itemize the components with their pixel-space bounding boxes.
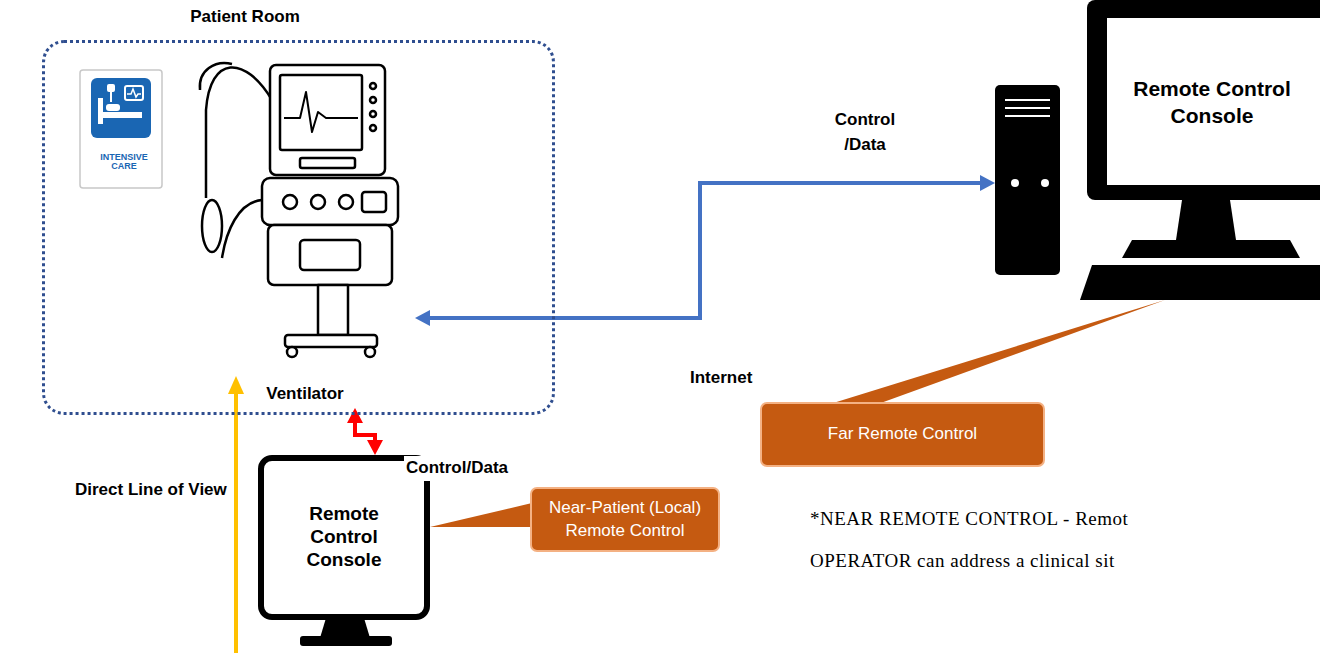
far-computer [995, 0, 1320, 300]
node-text: Near-Patient (Local) Remote Control [542, 497, 708, 543]
node-text: Ventilator [195, 384, 415, 404]
node-text: INTENSIVE CARE [89, 153, 159, 172]
stand-base [285, 335, 377, 347]
monitor-neck [1176, 200, 1236, 240]
drip-glyph [107, 84, 115, 92]
near-monitor-stand [300, 618, 392, 646]
wheel [365, 347, 375, 357]
knob [339, 195, 353, 209]
callout-box: Near-Patient (Local) Remote Control [530, 487, 720, 552]
monitor-base [1122, 240, 1300, 258]
tower-dot [1041, 179, 1049, 187]
monitor-glyph [127, 89, 141, 97]
sign-icon [80, 70, 162, 188]
arrowhead [347, 408, 363, 423]
tower-slit [1005, 99, 1050, 101]
port [362, 192, 386, 212]
knob [283, 195, 297, 209]
line-of-view [234, 392, 238, 653]
button [370, 125, 376, 131]
hose [222, 200, 262, 258]
button [370, 111, 376, 117]
ventilator-base [268, 225, 392, 285]
callout-pointer [830, 300, 1165, 404]
bed-glyph [98, 112, 142, 118]
connector-arrow [415, 175, 995, 326]
node-text: Remote Control Console [1117, 22, 1307, 182]
sign-square [91, 78, 151, 138]
compartment [300, 240, 360, 270]
tower-slit [1005, 107, 1050, 109]
tower-dot [1011, 179, 1019, 187]
footnote-text: *NEAR REMOTE CONTROL - Remot [810, 508, 1128, 530]
arrowhead [367, 440, 383, 455]
knob [311, 195, 325, 209]
monitor-glyph [125, 86, 143, 100]
connector-line [355, 420, 375, 443]
monitor-screen [1107, 18, 1320, 185]
arrowhead [980, 175, 995, 191]
network-label: Internet [690, 368, 752, 388]
ventilator-screen [280, 75, 362, 150]
edge-label: Control /Data [818, 108, 912, 157]
sign-card [80, 70, 162, 188]
sign-node: INTENSIVE CARE [83, 73, 165, 191]
arrowhead [228, 376, 244, 394]
edge-label: Control/Data [404, 456, 510, 481]
computer-node: Remote Control Console [995, 0, 1320, 300]
monitor-neck [320, 618, 370, 638]
monitor-bezel [1087, 0, 1320, 200]
view-label: Direct Line of View [75, 480, 227, 500]
connector-line [427, 183, 983, 318]
room-region: Patient RoomVentilatorINTENSIVE CARE [42, 40, 555, 415]
arm [200, 63, 232, 90]
wheel [287, 347, 297, 357]
callout-box: Far Remote Control [760, 402, 1045, 467]
node-text: Patient Room [175, 7, 315, 27]
callout-pointer [430, 503, 532, 527]
monitor-base [300, 636, 392, 646]
callout-tail [830, 300, 1165, 404]
ventilator-illustration [200, 63, 398, 357]
tower-slit [1005, 115, 1050, 117]
node-text: Far Remote Control [828, 423, 977, 446]
bed-glyph [98, 98, 103, 124]
callout-tail [430, 503, 532, 527]
waveform [284, 92, 358, 132]
line-of-view-arrow [228, 376, 244, 653]
ventilator-node: Ventilator [195, 63, 415, 408]
stand-column [318, 285, 348, 335]
ventilator-body [262, 178, 398, 225]
hose [206, 67, 272, 198]
panel [300, 158, 355, 168]
bag [202, 200, 222, 252]
bed-glyph [106, 104, 120, 111]
node-text: Remote Control Console [294, 503, 394, 571]
computer-tower [995, 85, 1060, 275]
keyboard [1080, 265, 1320, 300]
ventilator-monitor [270, 65, 385, 175]
connector-arrow [347, 408, 383, 455]
arrowhead [415, 310, 430, 326]
footnote-text: OPERATOR can address a clinical sit [810, 550, 1115, 572]
button [370, 97, 376, 103]
button [370, 83, 376, 89]
